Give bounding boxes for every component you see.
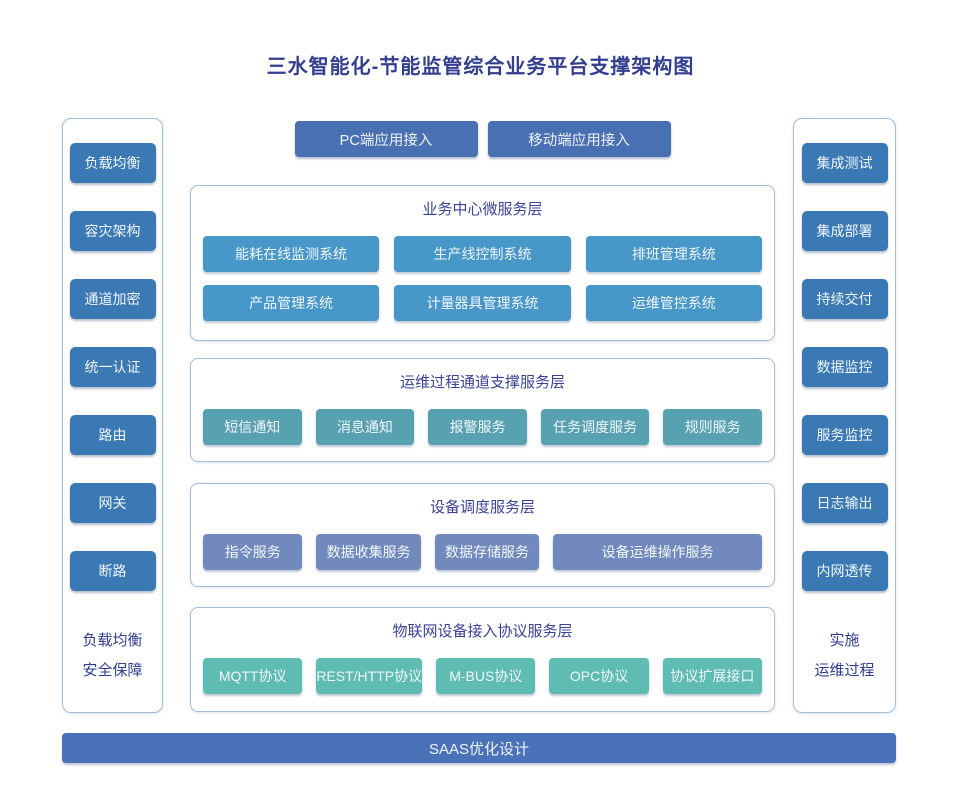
left-panel-item-circuit-breaker: 断路 <box>69 551 156 591</box>
iot-protocol-layer-items: MQTT协议 REST/HTTP协议 M-BUS协议 OPC协议 协议扩展接口 <box>203 658 763 694</box>
command-service-block: 指令服务 <box>203 534 303 570</box>
shift-management-system-block: 排班管理系统 <box>585 236 762 272</box>
message-notification-block: 消息通知 <box>315 409 415 445</box>
left-panel-item-channel-encryption: 通道加密 <box>69 279 156 319</box>
left-panel-item-unified-auth: 统一认证 <box>69 347 156 387</box>
business-microservice-layer-title: 业务中心微服务层 <box>422 201 543 218</box>
protocol-extension-interface-block: 协议扩展接口 <box>662 658 763 694</box>
mobile-app-access-block: 移动端应用接入 <box>487 121 671 157</box>
right-panel-item-intranet-tunneling: 内网透传 <box>801 551 888 591</box>
left-panel-footer-line2: 安全保障 <box>82 662 143 679</box>
right-panel: 集成测试 集成部署 持续交付 数据监控 服务监控 日志输出 内网透传 实施 运维… <box>793 118 896 713</box>
ops-channel-support-layer-items: 短信通知 消息通知 报警服务 任务调度服务 规则服务 <box>203 409 762 445</box>
device-dispatch-layer: 设备调度服务层 指令服务 数据收集服务 数据存储服务 设备运维操作服务 <box>190 483 775 587</box>
device-ops-operation-service-block: 设备运维操作服务 <box>553 534 762 570</box>
device-dispatch-layer-items: 指令服务 数据收集服务 数据存储服务 设备运维操作服务 <box>203 534 762 570</box>
device-dispatch-layer-title: 设备调度服务层 <box>429 499 535 516</box>
left-panel-footer-line1: 负载均衡 <box>82 632 143 649</box>
left-panel: 负载均衡 容灾架构 通道加密 统一认证 路由 网关 断路 负载均衡 安全保障 <box>62 118 163 713</box>
right-panel-item-service-monitoring: 服务监控 <box>801 415 888 455</box>
m-bus-protocol-block: M-BUS协议 <box>436 658 536 694</box>
right-panel-footer: 实施 运维过程 <box>814 626 874 686</box>
mqtt-protocol-block: MQTT协议 <box>203 658 303 694</box>
iot-protocol-layer-title: 物联网设备接入协议服务层 <box>392 623 573 640</box>
left-panel-footer: 负载均衡 安全保障 <box>82 626 142 686</box>
task-scheduling-service-block: 任务调度服务 <box>540 409 650 445</box>
energy-monitoring-system-block: 能耗在线监测系统 <box>203 236 380 272</box>
right-panel-item-log-output: 日志输出 <box>801 483 888 523</box>
data-storage-service-block: 数据存储服务 <box>434 534 540 570</box>
app-access-row: PC端应用接入 移动端应用接入 <box>190 121 775 157</box>
ops-channel-support-layer: 运维过程通道支撑服务层 短信通知 消息通知 报警服务 任务调度服务 规则服务 <box>190 358 775 462</box>
right-panel-item-integration-deployment: 集成部署 <box>801 211 888 251</box>
iot-protocol-layer: 物联网设备接入协议服务层 MQTT协议 REST/HTTP协议 M-BUS协议 … <box>190 607 775 712</box>
sms-notification-block: 短信通知 <box>203 409 302 445</box>
ops-channel-support-layer-title: 运维过程通道支撑服务层 <box>399 374 565 391</box>
left-panel-item-load-balancing: 负载均衡 <box>69 143 156 183</box>
alarm-service-block: 报警服务 <box>428 409 527 445</box>
right-panel-footer-line2: 运维过程 <box>814 662 875 679</box>
production-line-control-system-block: 生产线控制系统 <box>394 236 571 272</box>
left-panel-item-disaster-recovery: 容灾架构 <box>69 211 156 251</box>
business-microservice-layer-items: 能耗在线监测系统 生产线控制系统 排班管理系统 产品管理系统 计量器具管理系统 … <box>203 236 762 321</box>
business-microservice-layer: 业务中心微服务层 能耗在线监测系统 生产线控制系统 排班管理系统 产品管理系统 … <box>190 185 775 341</box>
saas-optimization-bar: SAAS优化设计 <box>62 733 896 763</box>
left-panel-item-routing: 路由 <box>69 415 156 455</box>
right-panel-item-data-monitoring: 数据监控 <box>801 347 888 387</box>
ops-control-system-block: 运维管控系统 <box>585 285 762 321</box>
right-panel-item-continuous-delivery: 持续交付 <box>801 279 888 319</box>
right-panel-item-integration-testing: 集成测试 <box>801 143 888 183</box>
rule-service-block: 规则服务 <box>663 409 762 445</box>
left-panel-item-gateway: 网关 <box>69 483 156 523</box>
page-title: 三水智能化-节能监管综合业务平台支撑架构图 <box>266 56 695 78</box>
pc-app-access-block: PC端应用接入 <box>294 121 478 157</box>
opc-protocol-block: OPC协议 <box>549 658 649 694</box>
rest-http-protocol-block: REST/HTTP协议 <box>316 658 423 694</box>
right-panel-footer-line1: 实施 <box>829 632 860 649</box>
data-collection-service-block: 数据收集服务 <box>316 534 421 570</box>
metering-instrument-system-block: 计量器具管理系统 <box>394 285 571 321</box>
product-management-system-block: 产品管理系统 <box>203 285 380 321</box>
